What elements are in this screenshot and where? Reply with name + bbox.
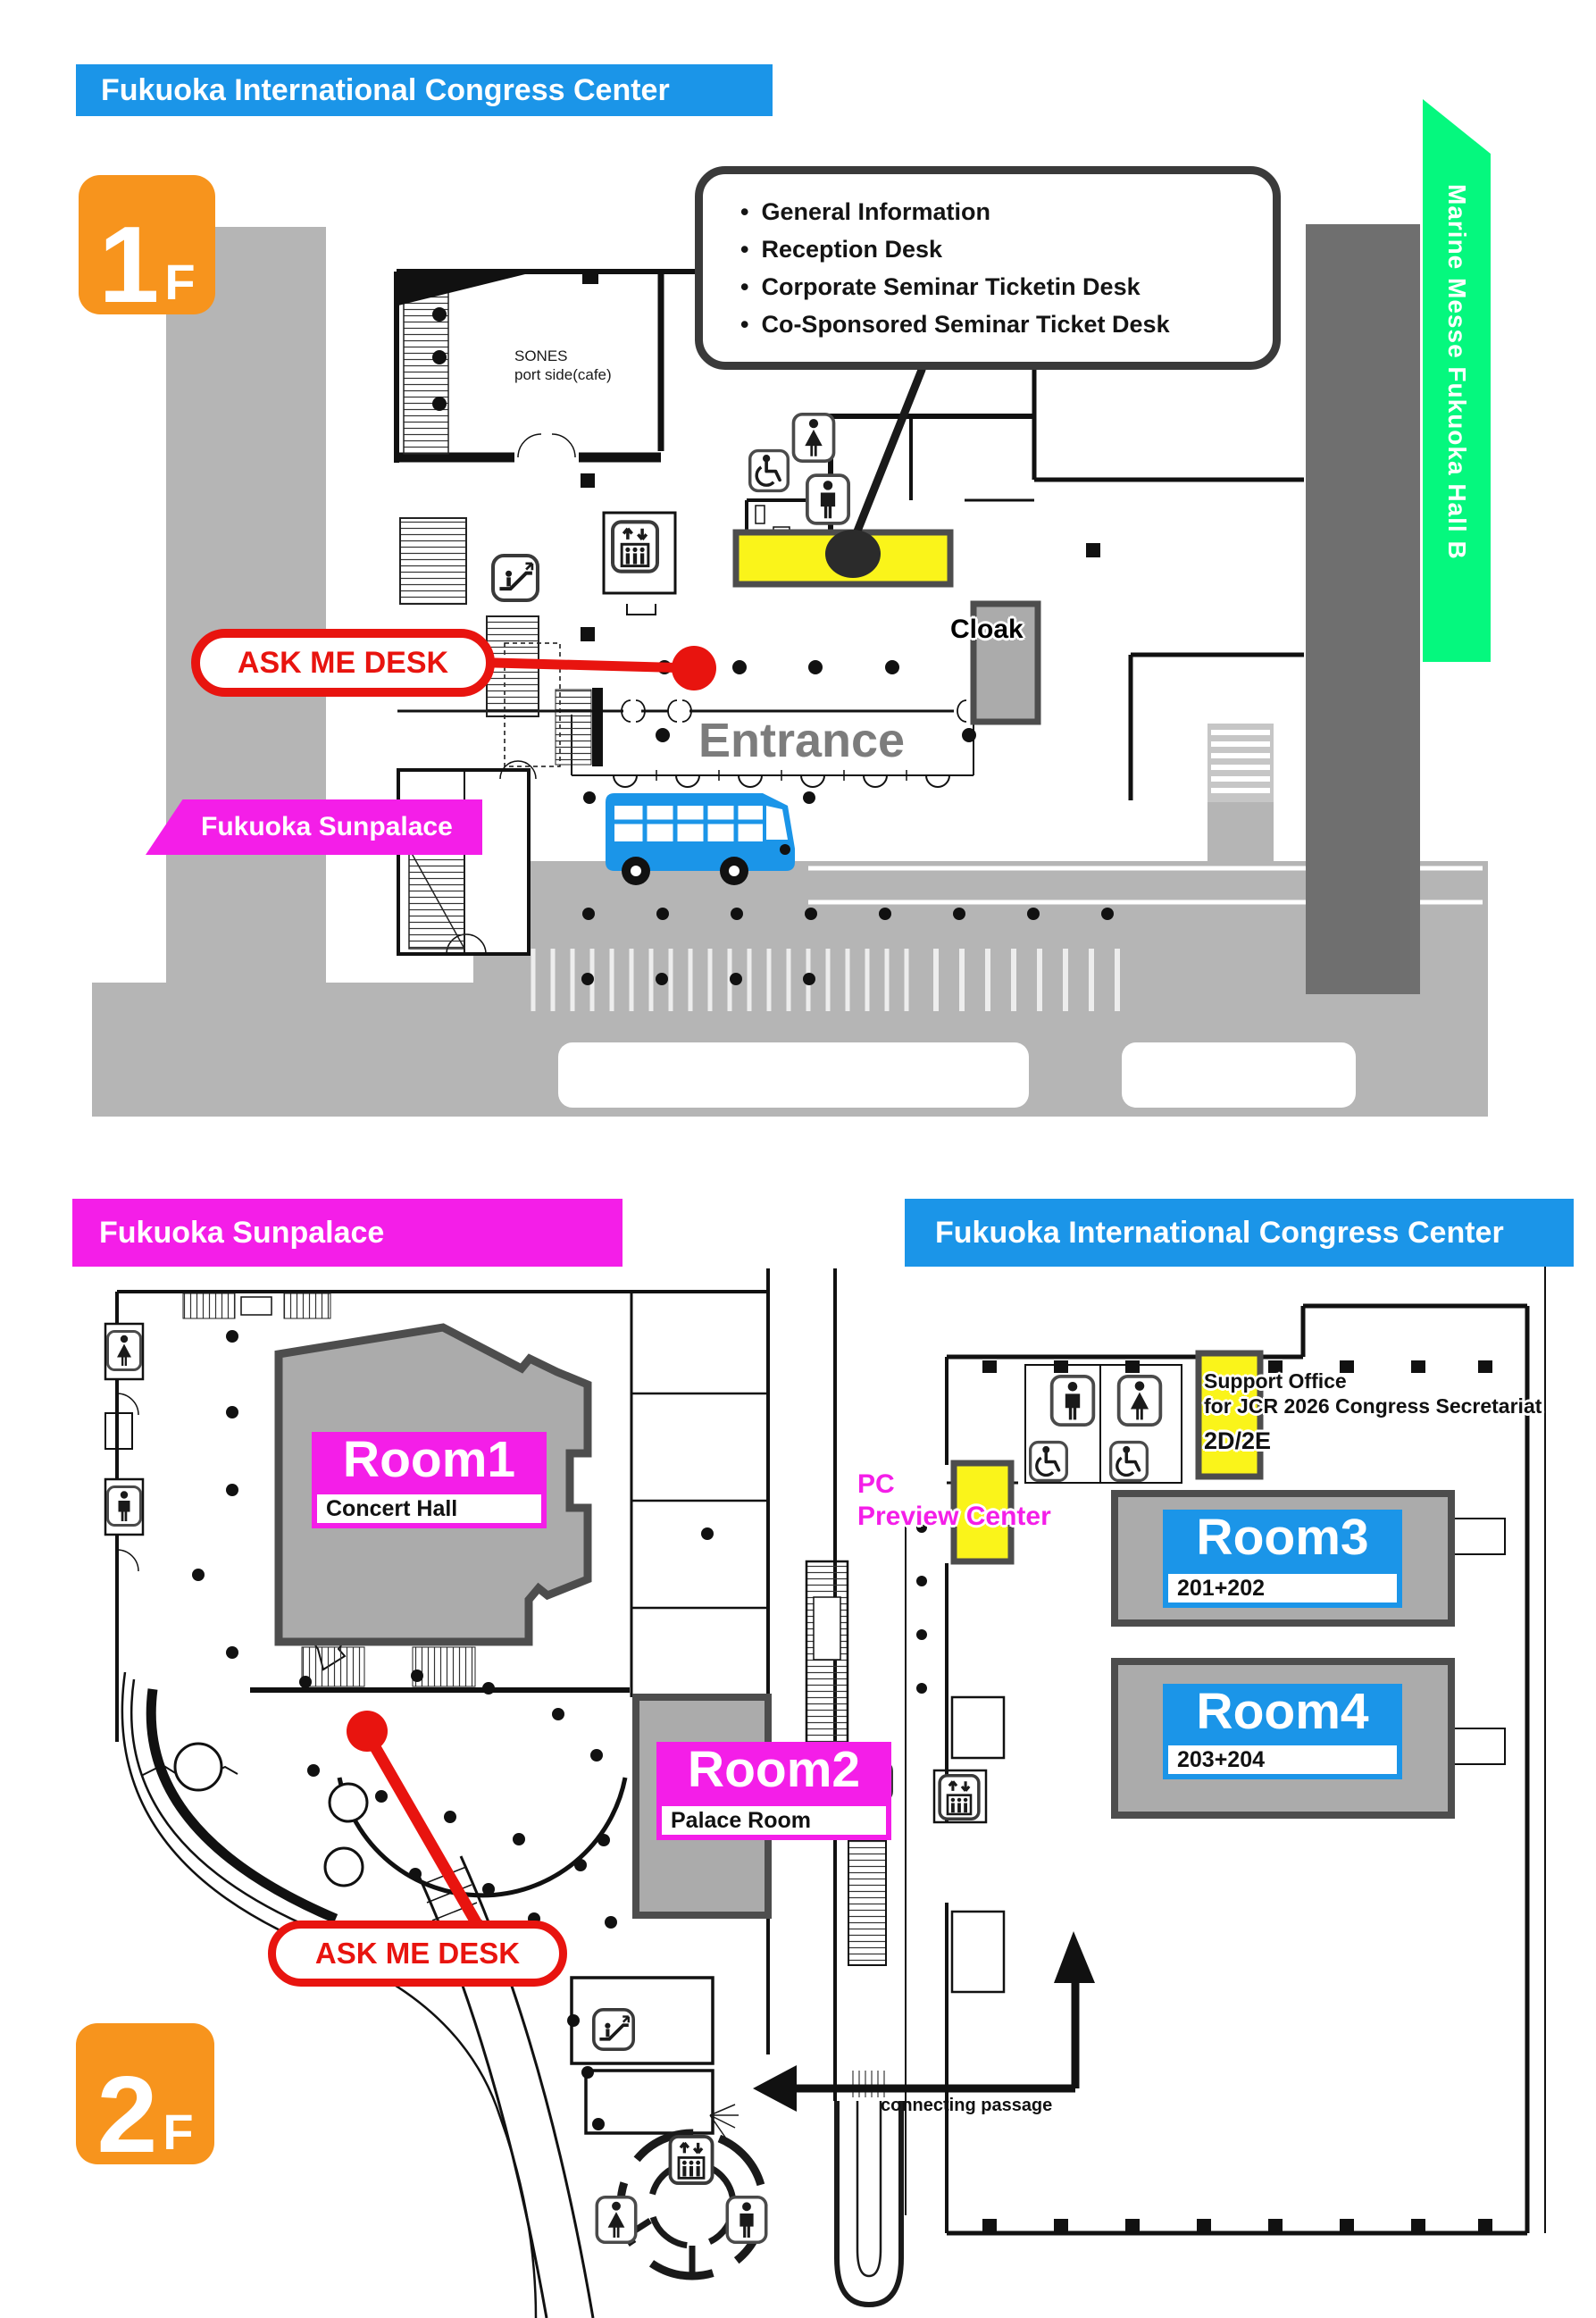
roads-1f	[92, 227, 1488, 1117]
marine-messe-banner-text: Marine Messe Fukuoka Hall B	[1443, 184, 1471, 560]
callout-pointer	[825, 365, 926, 578]
callout-item: General Information	[740, 194, 1255, 231]
info-desk-callout: General Information Reception Desk Corpo…	[695, 166, 1281, 370]
room1-title: Room1	[342, 1431, 516, 1488]
room4-title: Room4	[1196, 1683, 1369, 1740]
bus-icon	[606, 793, 795, 885]
sunpalace-banner-1f: Fukuoka Sunpalace	[146, 799, 482, 855]
room2-title: Room2	[687, 1741, 861, 1798]
floor1-badge-level: 1	[98, 203, 160, 325]
mens-restroom-icon	[106, 1485, 142, 1527]
u-passage	[834, 2101, 904, 2308]
pc-preview-line2: Preview Center	[857, 1502, 1051, 1531]
room3-label: Room3 201+202	[1163, 1510, 1402, 1608]
womens-restroom-icon	[1116, 1375, 1163, 1427]
marine-messe-building	[1306, 224, 1420, 994]
accessible-restroom-icon	[748, 448, 790, 493]
column-ticks-2f	[982, 1360, 1492, 2231]
room3-title: Room3	[1196, 1509, 1369, 1566]
accessible-restroom-icon	[1109, 1440, 1149, 1483]
floor1-title-banner: Fukuoka International Congress Center	[76, 64, 773, 116]
elevator-icon	[938, 1774, 981, 1820]
floor2-badge-level: 2	[96, 2053, 158, 2175]
pedestrian-crossing	[1207, 724, 1274, 865]
pillar-dots-1f	[432, 307, 976, 742]
callout-item: Corporate Seminar Ticketin Desk	[740, 269, 1255, 306]
pillar-dots-2f	[192, 1330, 927, 2130]
floor2-badge-suffix: F	[163, 2104, 194, 2160]
connecting-passage-label: connecting passage	[881, 2096, 1053, 2115]
room2-label: Room2 Palace Room	[656, 1742, 891, 1840]
cloak-room	[970, 600, 1041, 725]
floor2-sunpalace-banner: Fukuoka Sunpalace	[72, 1199, 623, 1267]
ask-me-desk-callout-2f: ASK ME DESK	[268, 1921, 567, 1987]
ask-me-desk-pointer-2f	[347, 1711, 482, 1929]
marine-messe-banner: Marine Messe Fukuoka Hall B	[1423, 99, 1491, 662]
floor1-badge-suffix: F	[164, 254, 196, 310]
support-office-room	[1195, 1350, 1264, 1480]
room4-label: Room4 203+204	[1163, 1684, 1402, 1779]
ask-me-desk-callout-1f: ASK ME DESK	[191, 629, 495, 697]
elevator-icon	[668, 2135, 714, 2185]
cloak-label: Cloak	[950, 615, 1024, 644]
traffic-island	[1122, 1042, 1356, 1108]
cafe-label-line2: port side(cafe)	[514, 366, 612, 384]
cafe-label-line1: SONES	[514, 347, 568, 364]
support-office-label: Support Office for JCR 2026 Congress Sec…	[1204, 1368, 1552, 1456]
mens-restroom-icon	[725, 2196, 768, 2244]
traffic-island	[558, 1042, 1029, 1108]
mens-restroom-icon	[1049, 1375, 1096, 1427]
room2-subtitle: Palace Room	[662, 1806, 886, 1835]
mens-restroom-icon	[806, 473, 850, 525]
room1-subtitle: Concert Hall	[317, 1494, 541, 1523]
cafe-label: SONES port side(cafe)	[514, 347, 666, 385]
floor2-congress-banner: Fukuoka International Congress Center	[905, 1199, 1574, 1267]
parking-area	[508, 791, 1122, 1011]
room4-subtitle: 203+204	[1168, 1745, 1397, 1774]
pc-preview-center-label: PC Preview Center	[857, 1469, 1090, 1533]
elevator-icon	[613, 522, 657, 571]
floor1-badge: 1 F	[79, 175, 215, 325]
connecting-passage-arrow	[753, 1931, 1095, 2112]
support-office-line1: Support Office	[1204, 1369, 1347, 1393]
floor2-badge: 2 F	[76, 2023, 214, 2175]
floor1-title-text: Fukuoka International Congress Center	[101, 72, 670, 107]
escalator-icon	[592, 2008, 635, 2051]
room3-subtitle: 201+202	[1168, 1574, 1397, 1603]
womens-restroom-icon	[595, 2196, 638, 2244]
pc-preview-center-room	[950, 1460, 1015, 1565]
womens-restroom-icon	[791, 413, 836, 463]
entrance-label: Entrance	[698, 714, 906, 767]
escalator-icon	[493, 556, 538, 600]
room1-label: Room1 Concert Hall	[312, 1432, 547, 1528]
callout-item: Co-Sponsored Seminar Ticket Desk	[740, 306, 1255, 344]
ask-me-desk-pointer-1f	[489, 646, 716, 690]
womens-restroom-icon	[106, 1329, 142, 1372]
support-office-line2: for JCR 2026 Congress Secretariat	[1204, 1394, 1542, 1418]
support-office-room-code: 2D/2E	[1204, 1427, 1272, 1455]
callout-item: Reception Desk	[740, 231, 1255, 269]
circular-core	[616, 2104, 768, 2280]
pc-preview-line1: PC	[857, 1469, 895, 1499]
walls-2f-congress	[932, 1206, 1546, 2236]
stairs-2f-left	[182, 1293, 476, 1687]
